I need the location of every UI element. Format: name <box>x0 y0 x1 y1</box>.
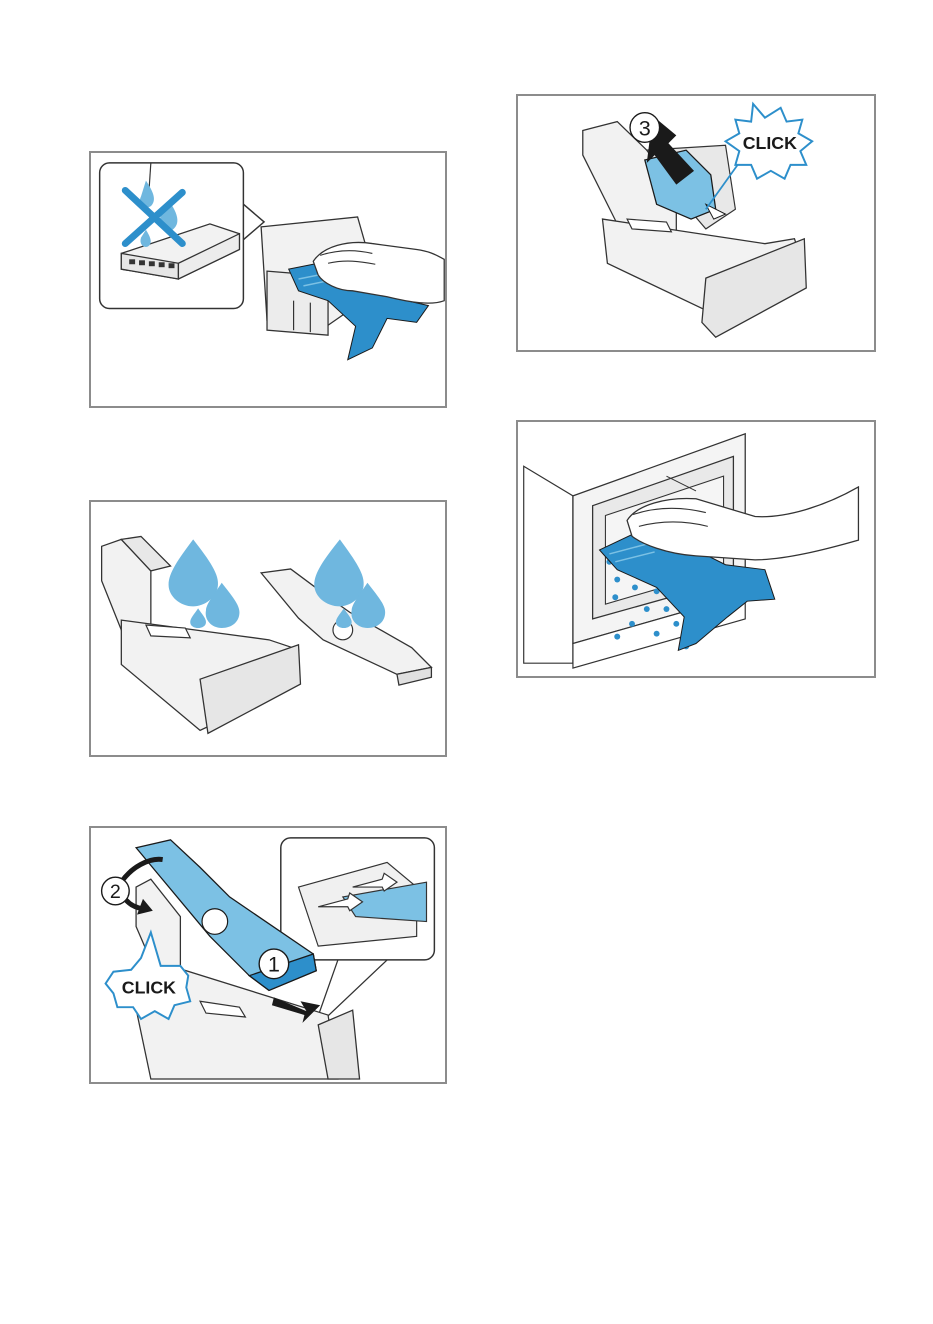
step-3-number: 3 <box>639 115 651 140</box>
press-insert-drawing: 3 CLICK <box>518 96 874 350</box>
click-label-left: CLICK <box>122 977 176 997</box>
rinse-drawer-drawing <box>91 502 445 755</box>
step-1-number: 1 <box>268 952 280 977</box>
illustration-rinse-drawer <box>89 500 447 757</box>
wipe-housing-drawing <box>518 422 874 676</box>
step-2-number: 2 <box>110 881 121 903</box>
click-label-right: CLICK <box>743 133 797 153</box>
illustration-reinsert-insert: 2 1 CLICK <box>89 826 447 1084</box>
reinsert-insert-drawing: 2 1 CLICK <box>91 828 445 1082</box>
wipe-insert-drawing <box>91 153 445 406</box>
illustration-wipe-housing <box>516 420 876 678</box>
illustration-press-insert: 3 CLICK <box>516 94 876 352</box>
illustration-wipe-insert <box>89 151 447 408</box>
